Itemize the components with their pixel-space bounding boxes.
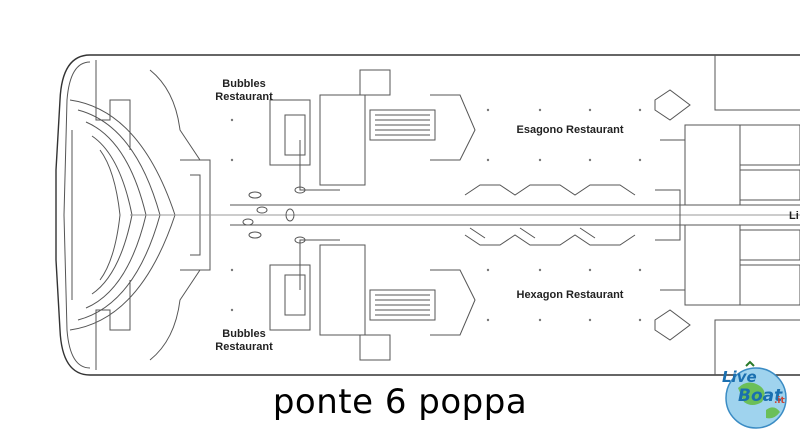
logo-text-live: Live — [722, 368, 757, 386]
label-hexagon-restaurant: Hexagon Restaurant — [516, 289, 624, 301]
label-restaurant-line2: Restaurant — [215, 341, 273, 353]
label-edge-cut: Li — [789, 210, 799, 222]
logo-text-suffix: .it — [774, 396, 785, 406]
label-bubbles-restaurant-top: Bubbles Restaurant — [212, 78, 276, 104]
hull-outline — [55, 54, 800, 376]
label-restaurant-line2: Restaurant — [215, 91, 273, 103]
label-esagono-restaurant: Esagono Restaurant — [516, 124, 624, 136]
label-bubbles-restaurant-bottom: Bubbles Restaurant — [212, 328, 276, 354]
globe-icon — [725, 360, 787, 429]
logo-text-boat: Boat — [738, 386, 783, 406]
central-decor — [242, 186, 306, 244]
liveboat-logo: Live Boat .it — [716, 358, 796, 432]
deck-caption: ponte 6 poppa — [272, 382, 528, 422]
label-bubbles-line1: Bubbles — [222, 78, 266, 90]
label-bubbles-line1: Bubbles — [222, 328, 266, 340]
